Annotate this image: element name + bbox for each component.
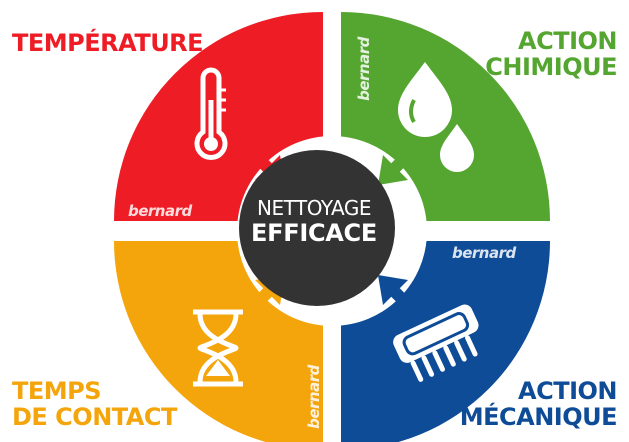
arrow-action-chimique xyxy=(378,142,421,185)
label-action-mecanique-line1: ACTION xyxy=(518,377,617,405)
label-temperature: TEMPÉRATURE xyxy=(12,29,204,57)
arrow-action-mecanique xyxy=(378,275,421,318)
brush-icon xyxy=(393,304,479,382)
label-action-mecanique-line2: MÉCANIQUE xyxy=(459,403,618,431)
center-label-line2: EFFICACE xyxy=(251,219,377,247)
label-temps-contact: TEMPS DE CONTACT xyxy=(12,378,177,430)
label-temperature-text: TEMPÉRATURE xyxy=(12,29,204,57)
label-action-chimique-line2: CHIMIQUE xyxy=(485,53,617,81)
brand-watermark-blue: bernard xyxy=(452,244,516,262)
thermometer-icon xyxy=(194,67,228,160)
brand-watermark-green: bernard xyxy=(354,37,373,101)
center-circle xyxy=(239,150,395,306)
water-drops-icon xyxy=(398,62,474,172)
center-label-line1: NETTOYAGE xyxy=(257,196,371,220)
label-action-chimique: ACTION CHIMIQUE xyxy=(485,28,617,80)
label-temps-contact-line2: DE CONTACT xyxy=(12,403,177,431)
brand-watermark-red: bernard xyxy=(128,202,192,220)
label-action-mecanique: ACTION MÉCANIQUE xyxy=(459,377,618,431)
label-action-chimique-line1: ACTION xyxy=(518,27,617,55)
hourglass-icon xyxy=(193,309,243,387)
label-temps-contact-line1: TEMPS xyxy=(12,377,102,405)
center-label: NETTOYAGE EFFICACE xyxy=(231,196,397,246)
brand-watermark-orange: bernard xyxy=(304,365,323,429)
